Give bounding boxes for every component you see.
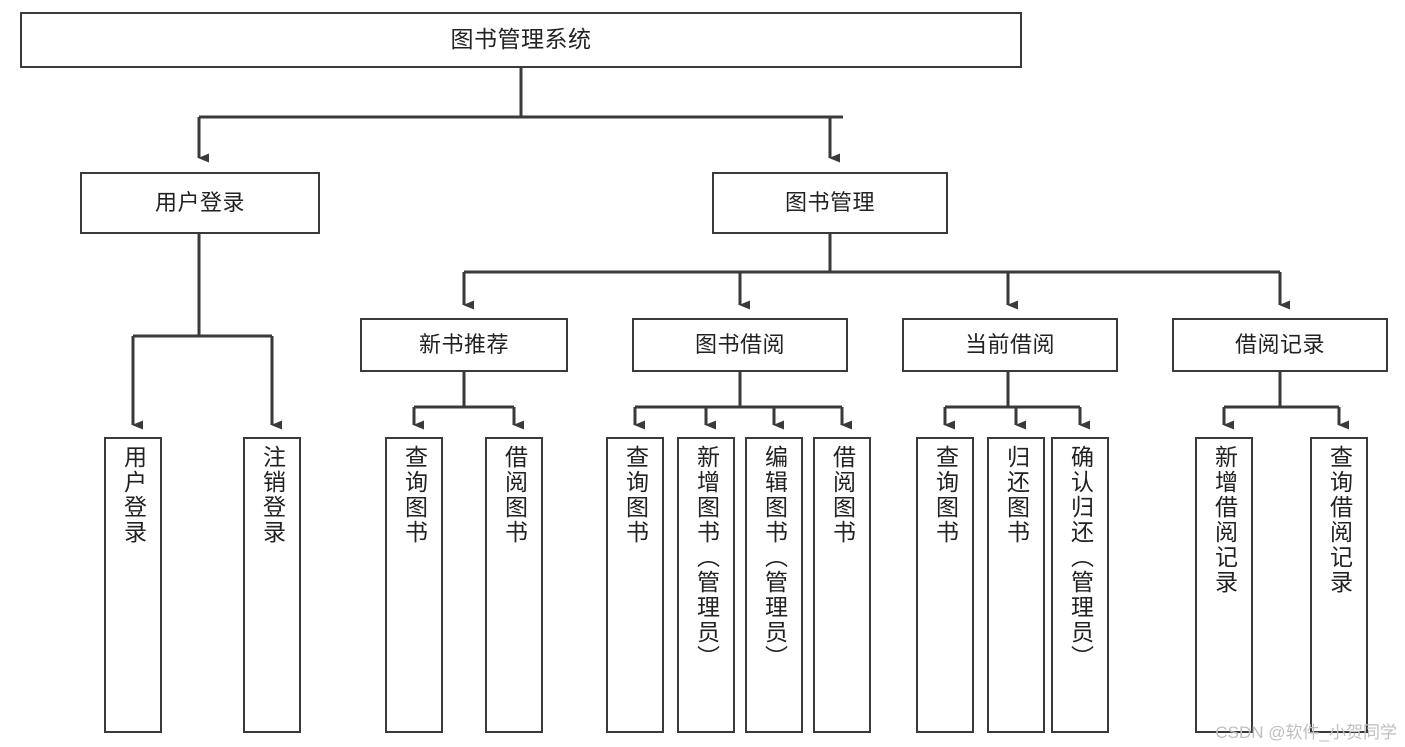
node-leaf-br-query-record[interactable]: 查询借阅记录 [1310, 437, 1368, 733]
node-borrow-record-label: 借阅记录 [1234, 332, 1325, 358]
node-leaf-bb-borrow-book[interactable]: 借阅图书 [813, 437, 871, 733]
node-leaf-cb-return-book[interactable]: 归还图书 [987, 437, 1045, 733]
node-book-management[interactable]: 图书管理 [712, 172, 948, 234]
node-borrow-record[interactable]: 借阅记录 [1172, 318, 1388, 372]
node-leaf-bb-query-book[interactable]: 查询图书 [606, 437, 664, 733]
node-leaf-cb-confirm-return-admin[interactable]: 确认归还（管理员） [1051, 437, 1109, 733]
node-leaf-br-add-record[interactable]: 新增借阅记录 [1195, 437, 1253, 733]
node-book-borrow[interactable]: 图书借阅 [632, 318, 848, 372]
node-leaf-nb-borrow-book[interactable]: 借阅图书 [485, 437, 543, 733]
node-leaf-logout[interactable]: 注销登录 [243, 437, 301, 733]
node-leaf-cb-query-book-label: 查询图书 [932, 445, 959, 545]
node-new-book-recommend-label: 新书推荐 [418, 332, 509, 358]
node-leaf-bb-edit-book-admin[interactable]: 编辑图书（管理员） [745, 437, 803, 733]
node-leaf-bb-add-book-admin-label: 新增图书（管理员） [693, 445, 720, 670]
node-leaf-bb-query-book-label: 查询图书 [622, 445, 649, 545]
node-book-management-label: 图书管理 [784, 190, 875, 216]
node-leaf-cb-query-book[interactable]: 查询图书 [916, 437, 974, 733]
node-root-book-management-system[interactable]: 图书管理系统 [20, 12, 1022, 68]
node-user-login-label: 用户登录 [154, 190, 245, 216]
node-leaf-br-query-record-label: 查询借阅记录 [1326, 445, 1353, 595]
node-leaf-bb-borrow-book-label: 借阅图书 [829, 445, 856, 545]
node-leaf-bb-edit-book-admin-label: 编辑图书（管理员） [761, 445, 788, 670]
node-leaf-nb-query-book[interactable]: 查询图书 [385, 437, 443, 733]
csdn-watermark: CSDN @软件_小贺同学 [1215, 723, 1397, 742]
node-leaf-user-login[interactable]: 用户登录 [104, 437, 162, 733]
node-leaf-cb-return-book-label: 归还图书 [1003, 445, 1030, 545]
node-leaf-nb-borrow-book-label: 借阅图书 [501, 445, 528, 545]
node-leaf-user-login-label: 用户登录 [120, 445, 147, 545]
node-leaf-cb-confirm-return-admin-label: 确认归还（管理员） [1067, 445, 1094, 670]
node-new-book-recommend[interactable]: 新书推荐 [360, 318, 568, 372]
node-leaf-nb-query-book-label: 查询图书 [401, 445, 428, 545]
node-current-borrow[interactable]: 当前借阅 [902, 318, 1118, 372]
node-leaf-logout-label: 注销登录 [259, 445, 286, 545]
node-leaf-br-add-record-label: 新增借阅记录 [1211, 445, 1238, 595]
node-current-borrow-label: 当前借阅 [964, 332, 1055, 358]
node-root-label: 图书管理系统 [450, 26, 592, 53]
node-user-login[interactable]: 用户登录 [80, 172, 320, 234]
node-book-borrow-label: 图书借阅 [694, 332, 785, 358]
node-leaf-bb-add-book-admin[interactable]: 新增图书（管理员） [677, 437, 735, 733]
